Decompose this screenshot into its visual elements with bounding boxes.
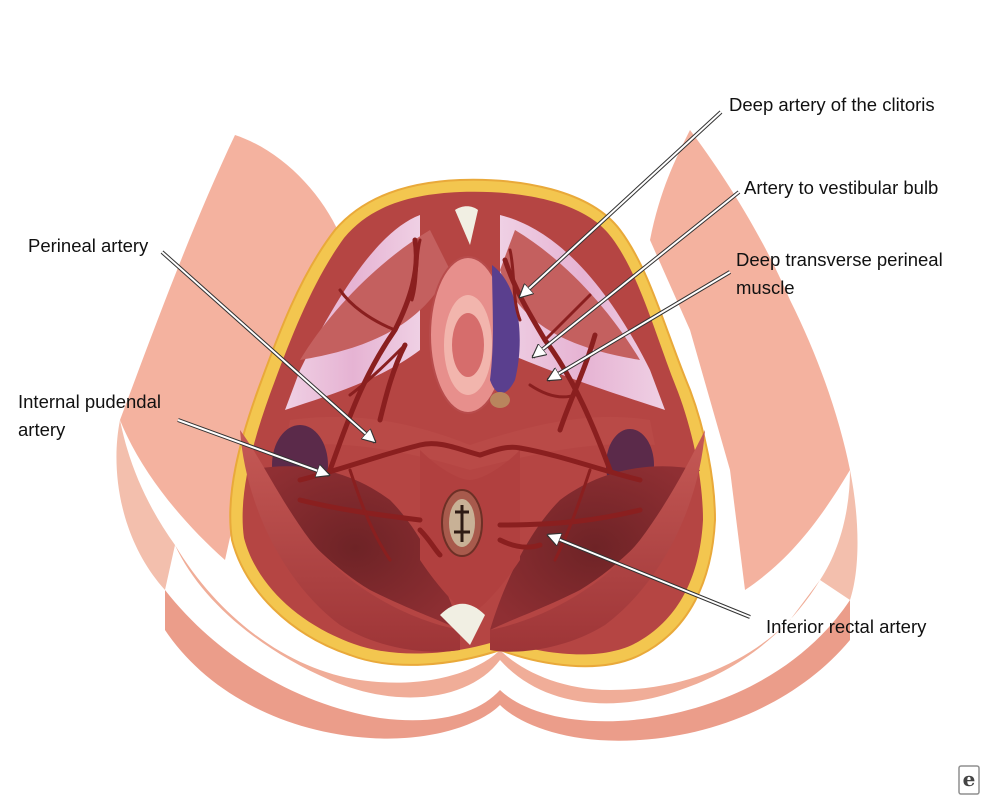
label-internal-pudendal-line2: artery: [18, 419, 66, 440]
label-deep-transverse-line1: Deep transverse perineal: [736, 249, 943, 270]
skin-thighs: [116, 130, 858, 741]
pointer-deep-artery-clitoris: [520, 111, 722, 297]
label-perineal-artery-text: Perineal artery: [28, 235, 149, 256]
label-artery-vestibular-bulb-text: Artery to vestibular bulb: [744, 177, 939, 198]
perineal-region: [240, 206, 705, 652]
label-artery-vestibular-bulb: Artery to vestibular bulb: [744, 174, 938, 202]
label-inferior-rectal-text: Inferior rectal artery: [766, 616, 927, 637]
label-inferior-rectal: Inferior rectal artery: [766, 613, 926, 641]
label-perineal-artery: Perineal artery: [28, 232, 148, 260]
e-logo-letter: e: [963, 767, 976, 791]
pointer-perineal-artery: [161, 251, 375, 442]
e-logo-icon: e: [958, 765, 980, 795]
label-deep-transverse-perineal: Deep transverse perineal muscle: [736, 246, 943, 302]
pointer-internal-pudendal: [177, 419, 329, 475]
label-internal-pudendal-line1: Internal pudendal: [18, 391, 161, 412]
label-deep-artery-clitoris: Deep artery of the clitoris: [729, 91, 935, 119]
pointer-inferior-rectal: [548, 535, 751, 618]
pointer-artery-vestibular-bulb: [533, 191, 740, 357]
label-internal-pudendal: Internal pudendal artery: [18, 388, 161, 444]
pointer-deep-transverse-perineal: [548, 271, 731, 380]
label-deep-transverse-line2: muscle: [736, 277, 795, 298]
pointer-lines: [160, 110, 751, 619]
label-deep-artery-clitoris-text: Deep artery of the clitoris: [729, 94, 935, 115]
